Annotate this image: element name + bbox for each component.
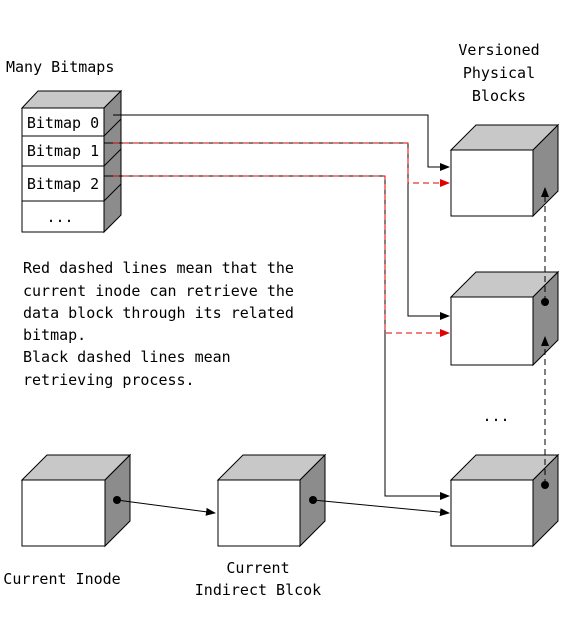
versioned-block-2: [449, 270, 560, 367]
versioned-block-3: [449, 453, 560, 548]
bitmap1-red-dashed-arrow: [113, 142, 450, 187]
current-inode-label: Current Inode: [3, 570, 120, 588]
legend-note: Red dashed lines mean that the current i…: [23, 259, 294, 389]
versioned-block-1: [449, 123, 560, 218]
bitmap-0-label: Bitmap 0: [27, 114, 99, 132]
current-indirect-label-line-1: Current: [226, 559, 289, 577]
note-line-1: Red dashed lines mean that the: [23, 259, 294, 277]
versioned-label-line-2: Physical: [463, 64, 535, 82]
note-line-3: data block through its related: [23, 304, 294, 322]
bitmap-more-label: ...: [46, 208, 73, 226]
note-line-2: current inode can retrieve the: [23, 282, 294, 300]
current-inode-block: [20, 453, 132, 548]
current-indirect-block: [216, 453, 327, 548]
bitmap-1-label: Bitmap 1: [27, 142, 99, 160]
bitmap-stack-front: [21, 107, 105, 233]
versioned-label-line-3: Blocks: [472, 87, 526, 105]
bitmap2-red-dashed-arrow: [113, 175, 450, 337]
note-line-4: bitmap.: [23, 326, 86, 344]
bitmap-stack: Bitmap 0 Bitmap 1 Bitmap 2 ...: [20, 89, 123, 234]
versioned-label-line-1: Versioned: [458, 41, 539, 59]
current-indirect-label-line-2: Indirect Blcok: [195, 581, 321, 599]
bitmap-2-label: Bitmap 2: [27, 175, 99, 193]
inode-to-indirect-arrow: [116, 499, 216, 516]
more-blocks-ellipsis: ...: [482, 407, 509, 425]
note-line-6: retrieving process.: [23, 371, 195, 389]
bitmap2-to-block3-arrow: [104, 175, 450, 500]
note-line-5: Black dashed lines mean: [23, 348, 231, 366]
indirect-to-block3-arrow: [312, 499, 450, 517]
bitmap0-to-block1-arrow: [113, 114, 450, 171]
many-bitmaps-label: Many Bitmaps: [6, 58, 114, 76]
bitmap-stack-side: [103, 89, 122, 234]
